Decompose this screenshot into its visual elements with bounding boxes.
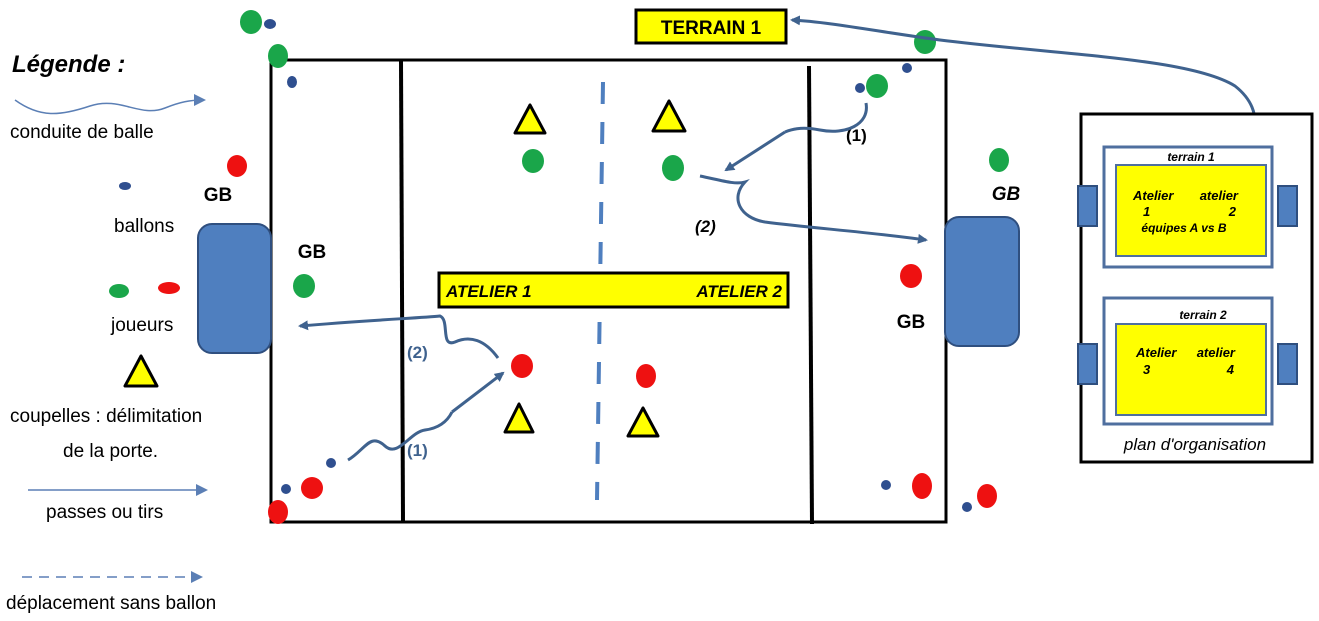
step-1-top-label: (1) (846, 126, 867, 145)
plan-terrain2-num-left: 3 (1143, 362, 1151, 377)
gb-label-right-top: GB (992, 184, 1021, 205)
legend-dribble-label: conduite de balle (10, 122, 154, 143)
ball (855, 83, 865, 93)
legend-dribble-arrow (14, 94, 206, 115)
legend-cones-label-2: de la porte. (63, 441, 158, 462)
plan-terrain1-atelier-right: atelier (1200, 188, 1239, 203)
gb-label-left-inside: GB (298, 242, 327, 263)
legend-heading: Légende : (12, 51, 125, 78)
step-2-bottom-label: (2) (407, 343, 428, 362)
legend-cones-label-1: coupelles : délimitation (10, 406, 202, 427)
green-player (662, 155, 684, 181)
ball (287, 76, 297, 88)
plan-terrain1-num-left: 1 (1143, 204, 1150, 219)
dribble-shot-arrow (298, 314, 500, 359)
dribble-shot-arrow (699, 174, 928, 244)
atelier-banner (437, 271, 790, 309)
cone-icon (503, 402, 535, 434)
ball (264, 19, 276, 29)
legend-no-ball-label: déplacement sans ballon (6, 593, 216, 614)
green-player (989, 148, 1009, 172)
plan-terrain2-num-right: 4 (1226, 362, 1235, 377)
plan-terrain2-title: terrain 2 (1179, 308, 1227, 322)
left-zone-line (399, 59, 405, 523)
green-player (240, 10, 262, 34)
plan-terrain1-atelier-left: Atelier (1132, 188, 1174, 203)
ball (881, 480, 891, 490)
right-zone-line (807, 65, 814, 525)
ball (326, 458, 336, 468)
plan-terrain2-atelier-left: Atelier (1135, 345, 1177, 360)
ball (281, 484, 291, 494)
pass-arrow (451, 371, 505, 414)
dribble-arrow (784, 102, 868, 134)
plan-caption: plan d'organisation (1123, 435, 1266, 454)
plan-terrain1-teams: équipes A vs B (1141, 221, 1226, 235)
title-box (634, 8, 788, 45)
green-player (866, 74, 888, 98)
cone-icon (626, 406, 660, 438)
red-player (636, 364, 656, 388)
legend-balls-label: ballons (114, 216, 174, 237)
title-label: TERRAIN 1 (661, 18, 762, 39)
ball (902, 63, 912, 73)
legend-players-label: joueurs (110, 315, 173, 336)
legend-cone-icon (123, 354, 159, 388)
gb-label-left-outside: GB (204, 185, 233, 206)
plan-terrain1-num-right: 2 (1228, 204, 1237, 219)
plan-terrain2-goal-right (1277, 343, 1298, 385)
gb-label-right-bottom: GB (897, 312, 926, 333)
legend-ball-icon (119, 182, 131, 190)
atelier-2-label: ATELIER 2 (695, 282, 782, 301)
plan-terrain1-field (1115, 164, 1267, 257)
cone-icon (513, 103, 547, 135)
plan-terrain2-field (1115, 323, 1267, 416)
red-player (227, 155, 247, 177)
plan-terrain1-title: terrain 1 (1167, 150, 1215, 164)
plan-terrain1-goal-left (1077, 185, 1098, 227)
legend-green-player-icon (109, 284, 129, 298)
red-player (977, 484, 997, 508)
green-player (293, 274, 315, 298)
green-player (522, 149, 544, 173)
red-player (912, 473, 932, 499)
green-player (268, 44, 288, 68)
red-player (511, 354, 533, 378)
pass-arrow (724, 130, 786, 172)
red-player (301, 477, 323, 499)
right-goal (944, 216, 1020, 347)
ball (962, 502, 972, 512)
legend-red-player-icon (158, 282, 180, 294)
red-player (900, 264, 922, 288)
atelier-1-label: ATELIER 1 (445, 282, 532, 301)
legend-passes-label: passes ou tirs (46, 502, 163, 523)
left-goal (197, 223, 272, 354)
step-2-top-label: (2) (695, 217, 716, 236)
plan-terrain2-atelier-right: atelier (1197, 345, 1236, 360)
plan-terrain1-goal-right (1277, 185, 1298, 227)
dribble-arrow (347, 411, 454, 462)
step-1-bottom-label: (1) (407, 441, 428, 460)
green-player (914, 30, 936, 54)
red-player (268, 500, 288, 524)
cone-icon (651, 99, 687, 133)
plan-terrain2-goal-left (1077, 343, 1098, 385)
